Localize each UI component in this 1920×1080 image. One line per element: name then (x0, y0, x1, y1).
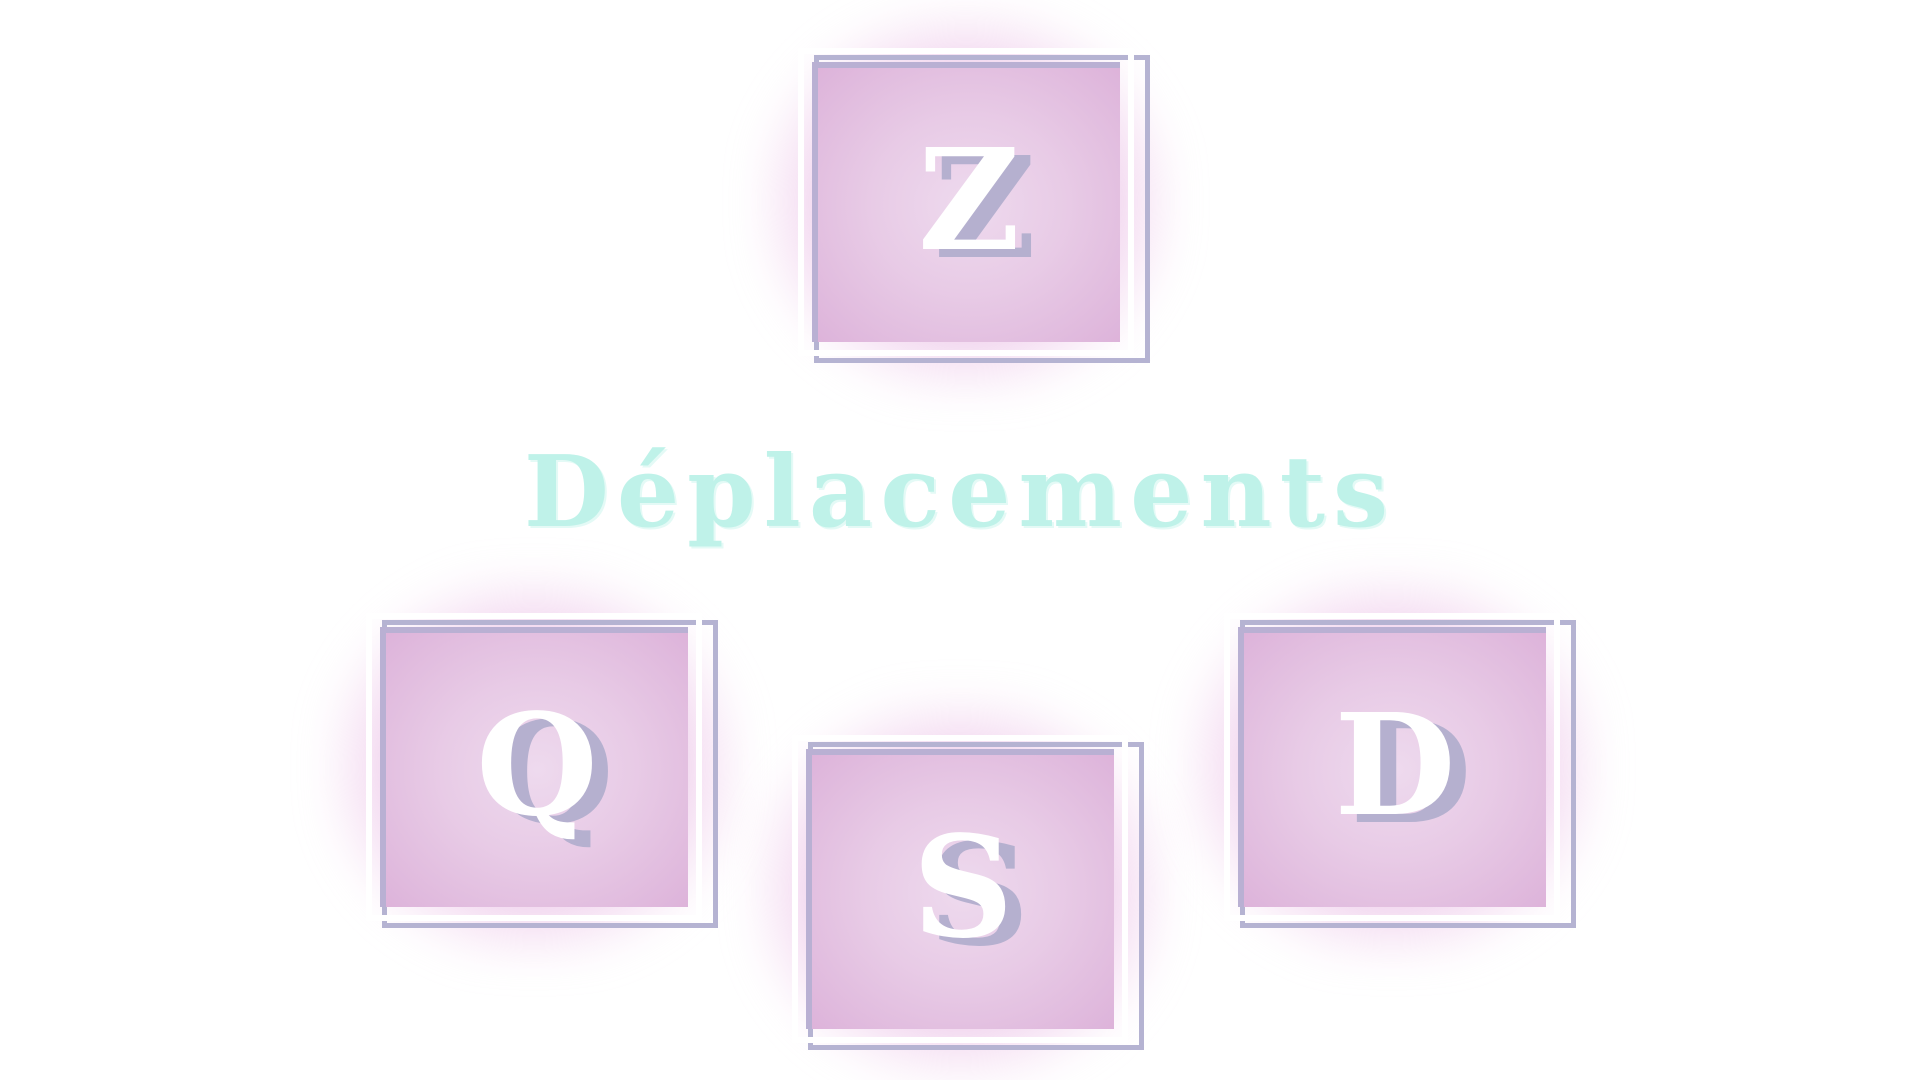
key-z-letter-shadow: Z (933, 127, 1037, 291)
key-face: S S (792, 735, 1128, 1043)
key-q-letter-shadow: Q (492, 692, 614, 856)
key-z-letter: Z (917, 119, 1021, 283)
page-title: Déplacements (523, 435, 1397, 550)
key-inner: Z Z (812, 62, 1120, 342)
key-z-tile: Z Z (758, 8, 1174, 396)
key-d-letter: D (1334, 684, 1456, 848)
key-face: Z Z (798, 48, 1134, 356)
key-inner: D D (1238, 627, 1546, 907)
key-d-letter-shadow: D (1350, 692, 1472, 856)
key-inner: Q Q (380, 627, 688, 907)
key-face: D D (1224, 613, 1560, 921)
key-q-letter: Q (476, 684, 598, 848)
key-q-tile: Q Q (326, 573, 742, 961)
key-inner: S S (806, 749, 1114, 1029)
key-d-tile: D D (1184, 573, 1600, 961)
key-s-letter-shadow: S (928, 814, 1030, 978)
key-s-tile: S S (752, 695, 1168, 1080)
title-container: Déplacements (0, 435, 1920, 550)
key-s-letter: S (912, 806, 1014, 970)
key-face: Q Q (366, 613, 702, 921)
